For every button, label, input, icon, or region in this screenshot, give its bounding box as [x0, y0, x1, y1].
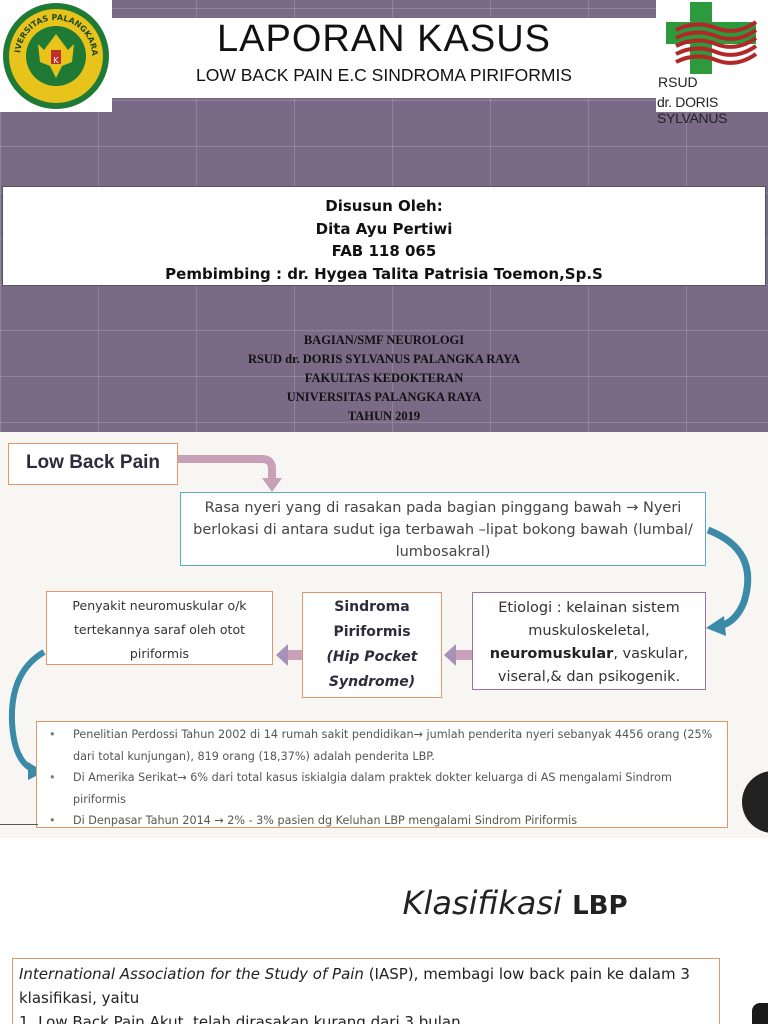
- research-list: • Penelitian Perdossi Tahun 2002 di 14 ru…: [49, 724, 727, 832]
- rsud-hospital-name: dr. DORIS SYLVANUS: [657, 94, 728, 126]
- etiologi-box: Etiologi : kelainan sistem muskuloskelet…: [472, 592, 706, 690]
- etiologi-suffix: , vaskular, viseral,& dan psikogenik.: [497, 646, 689, 685]
- sindroma-line: (Hip Pocket: [326, 649, 418, 665]
- title-italic: Klasifikasi: [402, 884, 573, 922]
- bullet-text: Di Denpasar Tahun 2014 → 2% - 3% pasien …: [73, 814, 578, 827]
- divider: [0, 824, 38, 825]
- corner-tab: [752, 1003, 768, 1024]
- arrow-left-icon: [706, 616, 726, 636]
- bullet-text: Penelitian Perdossi Tahun 2002 di 14 rum…: [73, 728, 713, 763]
- klasifikasi-title: Klasifikasi LBP: [0, 884, 768, 922]
- author-nim: FAB 118 065: [331, 242, 437, 260]
- etiologi-text: Etiologi : kelainan sistem muskuloskelet…: [498, 600, 680, 639]
- penyakit-box: Penyakit neuromuskular o/k tertekannya s…: [46, 591, 273, 665]
- iasp-text: (IASP), membagi low back pain ke dalam 3…: [19, 965, 690, 1007]
- sindroma-line: Syndrome): [328, 674, 416, 690]
- iasp-name: International Association for the Study …: [19, 965, 364, 983]
- institution-line: BAGIAN/SMF NEUROLOGI: [303, 333, 465, 347]
- main-title: LAPORAN KASUS: [217, 18, 551, 60]
- arrow-left-icon: [276, 644, 288, 666]
- research-box: • Penelitian Perdossi Tahun 2002 di 14 ru…: [36, 721, 728, 828]
- bullet-icon: •: [49, 728, 56, 741]
- supervisor: Pembimbing : dr. Hygea Talita Patrisia T…: [165, 264, 603, 283]
- lbp-slide: Low Back Pain Rasa nyeri yang di rasakan…: [0, 432, 768, 838]
- rsud-label: RSUD: [658, 74, 698, 90]
- author-name: Dita Ayu Pertiwi: [315, 219, 453, 238]
- list-item: • Di Amerika Serikat→ 6% dari total kasus…: [49, 767, 727, 810]
- svg-text:K: K: [53, 56, 59, 65]
- iasp-intro: International Association for the Study …: [19, 962, 719, 1010]
- arrow-left-icon: [444, 644, 456, 666]
- sindroma-line: Sindroma: [334, 599, 410, 615]
- list-item: 1. Low Back Pain Akut, telah dirasakan k…: [19, 1013, 466, 1024]
- title-bold: LBP: [572, 891, 628, 921]
- red-cross-icon: [666, 2, 758, 74]
- institution-line: TAHUN 2019: [347, 409, 421, 423]
- bullet-icon: •: [49, 771, 56, 784]
- arrow-down-icon: [262, 478, 282, 492]
- author-box: Disusun Oleh: Dita Ayu Pertiwi FAB 118 0…: [2, 186, 766, 286]
- institution-line: FAKULTAS KEDOKTERAN: [304, 371, 464, 385]
- author-label: Disusun Oleh:: [325, 197, 443, 215]
- institution-block: BAGIAN/SMF NEUROLOGI RSUD dr. DORIS SYLV…: [0, 331, 768, 426]
- list-item: • Di Denpasar Tahun 2014 → 2% - 3% pasien…: [49, 810, 727, 832]
- lbp-title-box: Low Back Pain: [8, 443, 178, 485]
- subtitle: LOW BACK PAIN E.C SINDROMA PIRIFORMIS: [196, 65, 572, 85]
- institution-line: UNIVERSITAS PALANGKA RAYA: [286, 390, 482, 404]
- definition-box: Rasa nyeri yang di rasakan pada bagian p…: [180, 492, 706, 566]
- bullet-icon: •: [49, 814, 56, 827]
- title-band: [112, 18, 656, 98]
- rsud-logo: [656, 0, 768, 112]
- iasp-box: International Association for the Study …: [12, 958, 720, 1024]
- klasifikasi-slide: Klasifikasi LBP International Associatio…: [0, 838, 768, 1024]
- sindroma-box: Sindroma Piriformis (Hip Pocket Syndrome…: [302, 592, 442, 698]
- bullet-text: Di Amerika Serikat→ 6% dari total kasus …: [73, 771, 672, 806]
- list-item: • Penelitian Perdossi Tahun 2002 di 14 ru…: [49, 724, 727, 767]
- institution-line: RSUD dr. DORIS SYLVANUS PALANGKA RAYA: [247, 352, 521, 366]
- sindroma-line: Piriformis: [333, 624, 411, 640]
- etiologi-bold: neuromuskular: [489, 646, 614, 662]
